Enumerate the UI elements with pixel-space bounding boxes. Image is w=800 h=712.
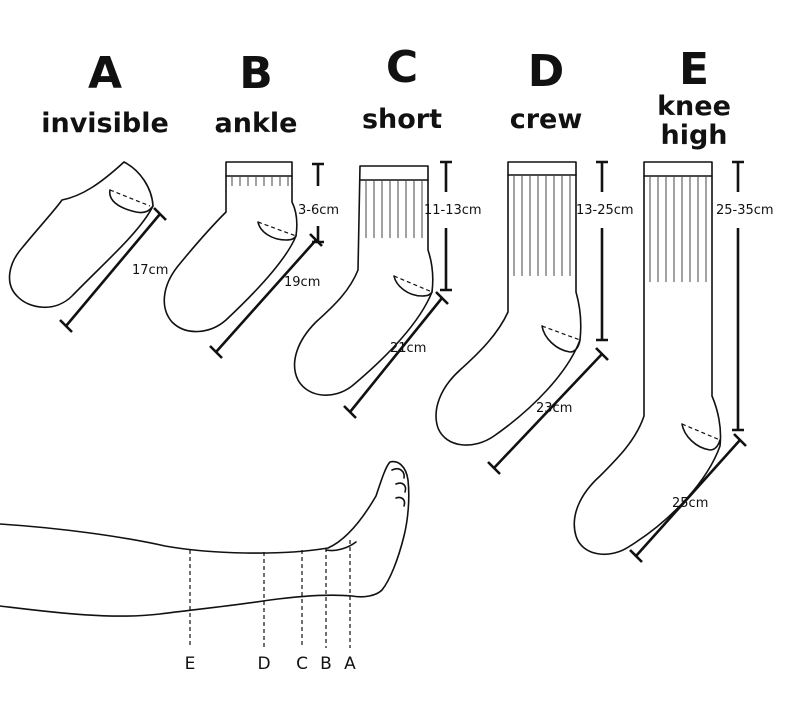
sock-b-letter: B <box>239 48 273 99</box>
sock-e-letter: E <box>678 44 710 95</box>
sock-c-name: short <box>361 104 443 135</box>
leg-marker-b: B <box>320 654 332 674</box>
leg-marker-e: E <box>184 654 196 674</box>
sock-b-name: ankle <box>214 108 298 139</box>
sock-c-letter: C <box>385 42 419 93</box>
sock-b-shape <box>163 161 298 333</box>
sock-d-height-range: 13-25cm <box>576 203 634 218</box>
sock-b-foot-length: 19cm <box>284 275 321 290</box>
leg-marker-c: C <box>296 654 308 674</box>
leg-cut-lines <box>189 540 351 648</box>
sock-b-height-range: 3-6cm <box>298 203 340 218</box>
sock-a-foot-length: 17cm <box>132 263 169 278</box>
sock-d-foot-length: 23cm <box>536 401 573 416</box>
foot-length-bars <box>59 207 747 563</box>
sock-c-shape <box>293 165 434 396</box>
sock-d-shape <box>435 161 582 446</box>
sock-c-foot-length: 21cm <box>390 341 427 356</box>
sock-e-height-range: 25-35cm <box>716 203 774 218</box>
sock-d-letter: D <box>527 46 565 97</box>
leg-marker-a: A <box>344 654 356 674</box>
sock-d-name: crew <box>509 104 583 135</box>
cuff-height-bars <box>312 160 744 432</box>
sock-e-shape <box>573 161 722 555</box>
sock-e-foot-length: 25cm <box>672 496 709 511</box>
sock-c-height-range: 11-13cm <box>424 203 482 218</box>
leg-marker-d: D <box>257 654 271 674</box>
sock-a-letter: A <box>87 48 123 99</box>
leg-outline <box>0 460 410 617</box>
sock-a-shape <box>8 161 154 308</box>
sock-a-name: invisible <box>41 108 169 139</box>
sock-e-name: knee high <box>657 91 731 151</box>
